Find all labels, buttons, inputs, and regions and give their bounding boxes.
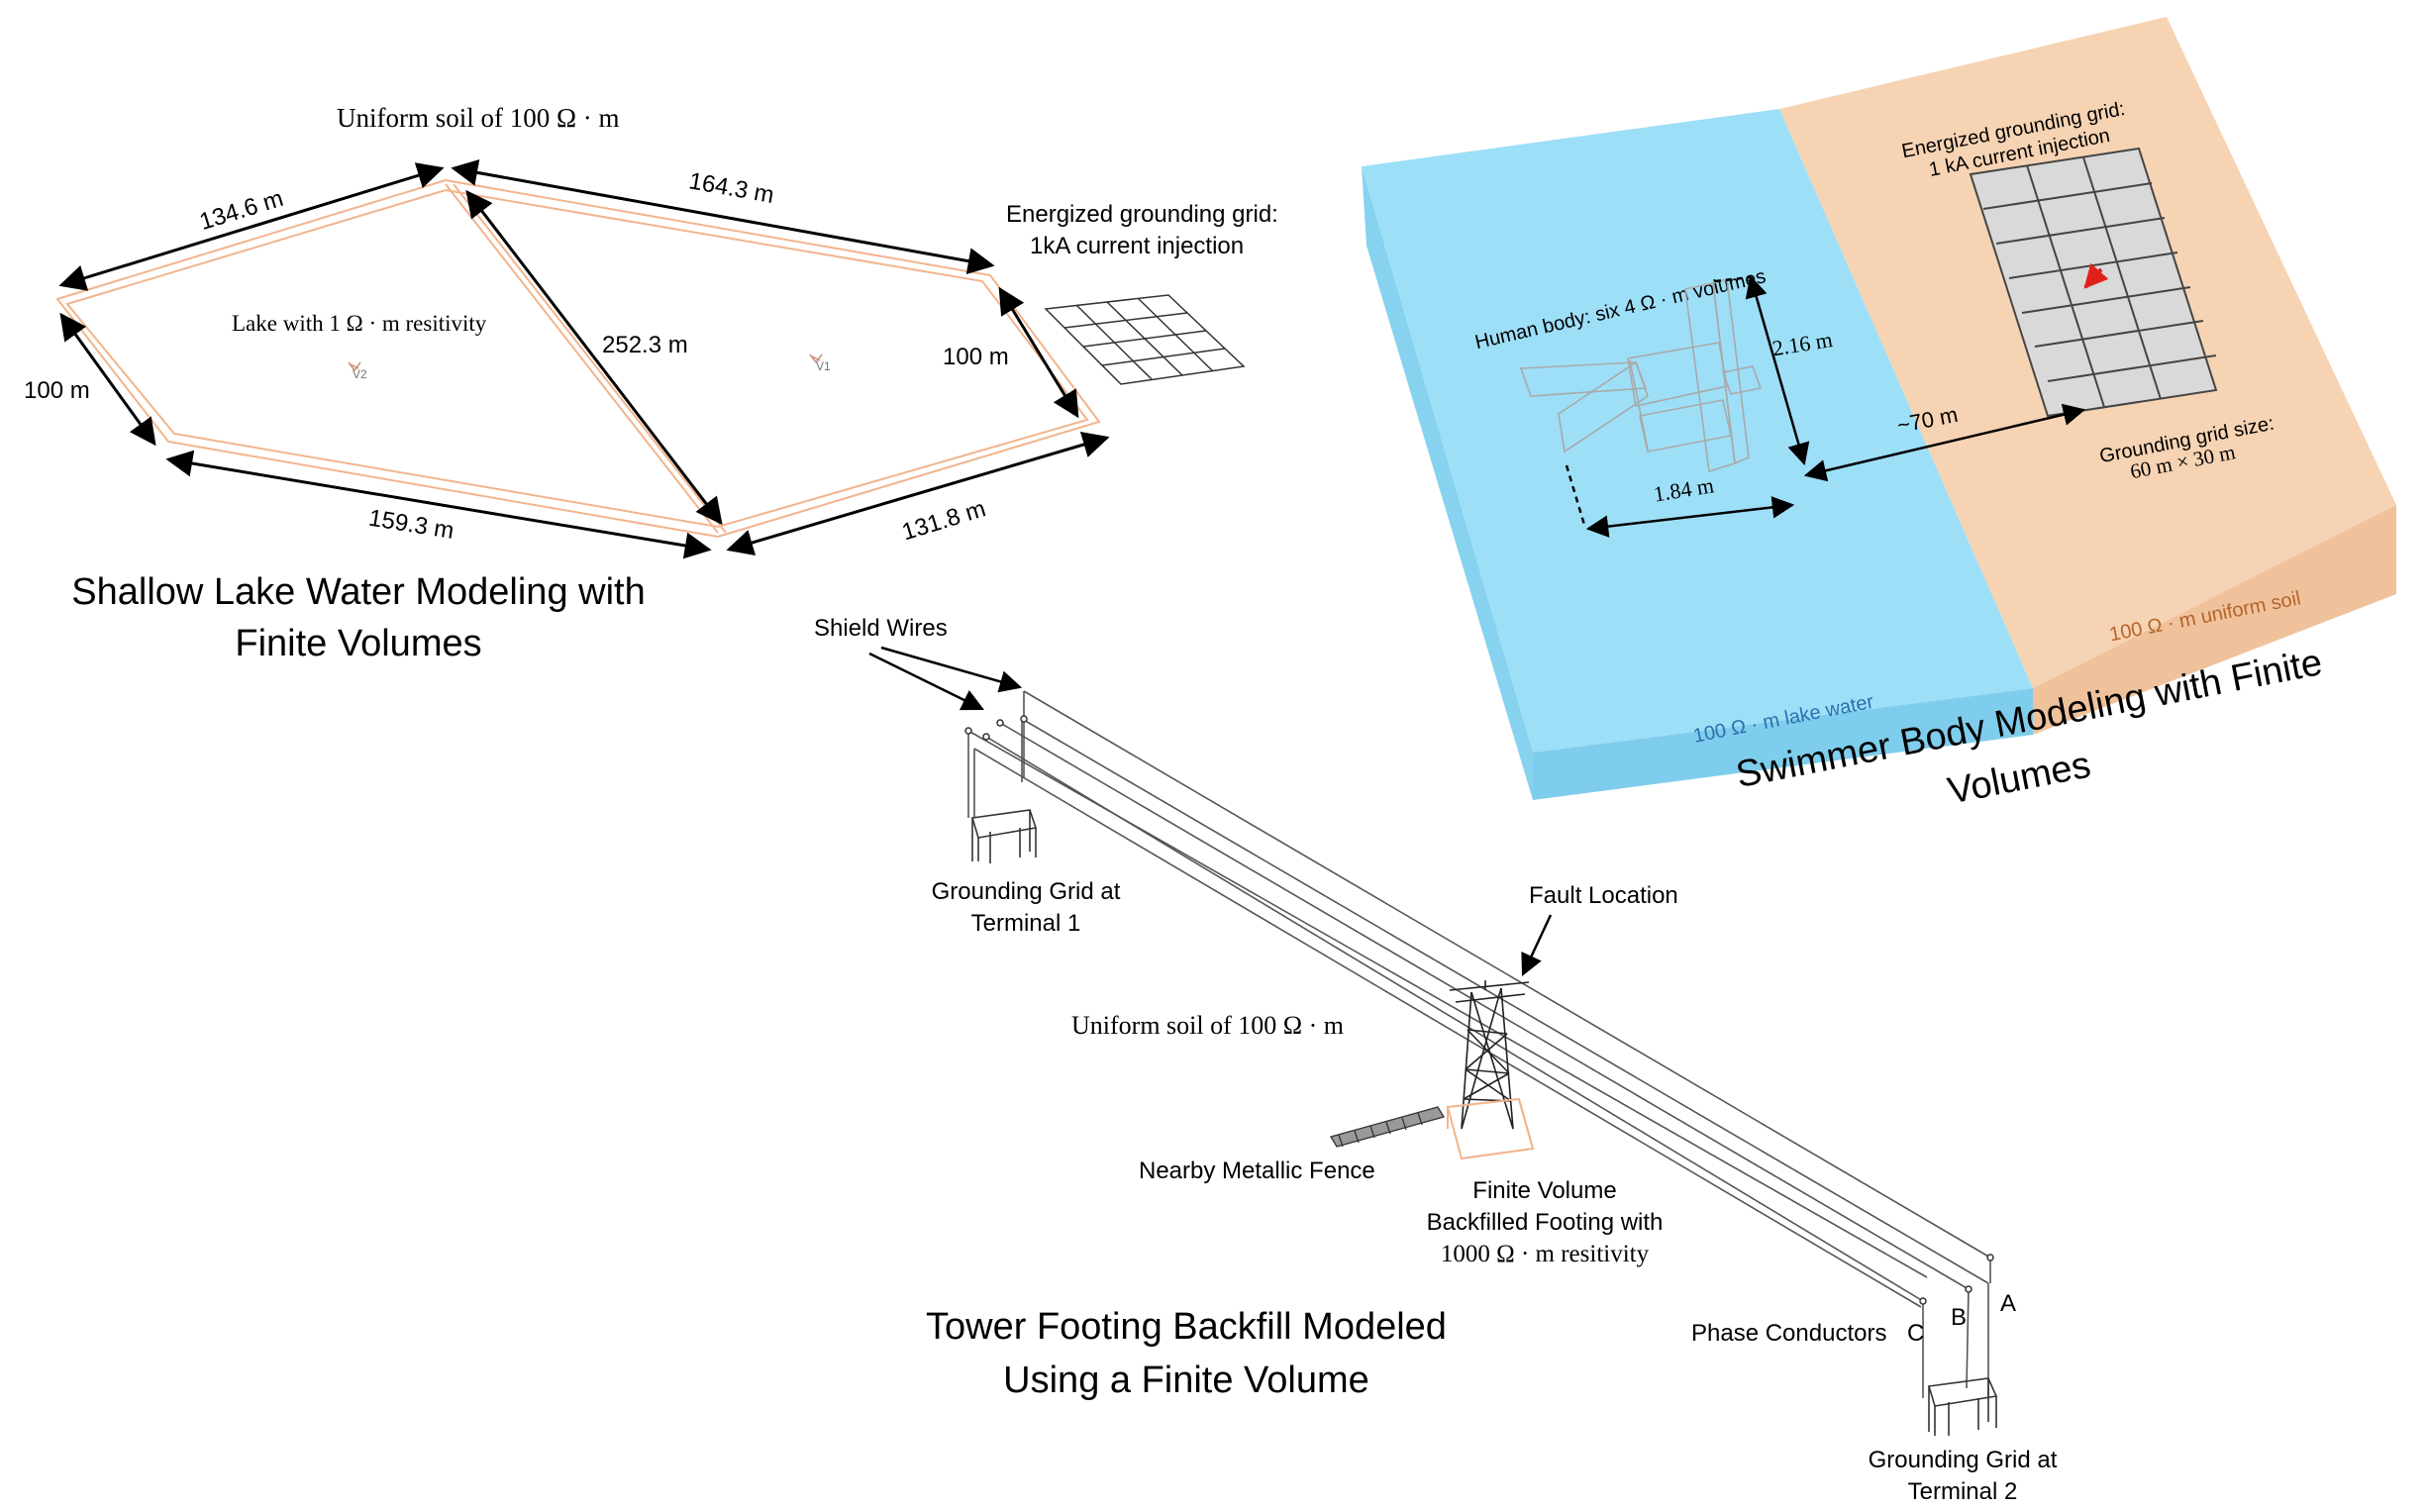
water-top [1362,109,2033,753]
terminal2-grid [1927,1377,1998,1436]
footing-line2: Backfilled Footing with [1427,1209,1664,1236]
fault-arrow [1521,914,1553,977]
terminal1-line2: Terminal 1 [971,910,1081,937]
dim-left: 100 m [24,377,90,404]
footing-line1: Finite Volume [1472,1177,1616,1204]
marker-v2: V2 [353,367,367,381]
lake-grounding-grid [1044,294,1246,385]
shield-arrow-1 [868,652,985,711]
dim-arrow-right [998,286,1079,419]
dim-arrow-bottom-left [165,450,712,559]
swimmer-dim-lines [1565,274,2086,538]
dim-top-right: 164.3 m [687,167,776,209]
soil-front [2033,505,2396,735]
tower-caption-line1: Tower Footing Backfill Modeled [926,1306,1447,1348]
lake-panel: Uniform soil of 100 Ω · m 134.6 m 164.3 … [24,103,1278,664]
dim-bottom-right: 131.8 m [899,495,989,546]
shield-wires-label: Shield Wires [814,615,948,642]
lake-caption-line2: Finite Volumes [235,623,481,664]
dim-bottom-left: 159.3 m [366,505,455,545]
injection-arrow [2083,262,2109,289]
tower-panel: Shield Wires [814,615,2058,1505]
terminal2-line2: Terminal 2 [1908,1478,2018,1505]
dim-diagonal: 252.3 m [602,332,688,358]
phase-c-label: C [1907,1320,1924,1347]
voltage-marker-v1 [809,353,823,363]
terminal2-line1: Grounding Grid at [1869,1447,2058,1473]
shield-arrow-2 [880,646,1023,693]
conductor-end-points [964,715,1994,1305]
fault-location-label: Fault Location [1529,882,1678,909]
lake-grid-label-line1: Energized grounding grid: [1006,201,1278,228]
dim-arrow-top-left [58,162,445,291]
lake-grid-label-line2: 1kA current injection [1030,233,1244,259]
tower-caption-line2: Using a Finite Volume [1003,1360,1369,1401]
dim-arrow-bottom-right [726,431,1110,556]
terminal1-grid [970,809,1038,863]
metallic-fence [1330,1106,1445,1148]
dim-top-left: 134.6 m [196,185,286,236]
phase-a-label: A [2000,1290,2016,1317]
swimmer-panel: Energized grounding grid: 1 kA current i… [1362,17,2396,813]
tower-soil-label: Uniform soil of 100 Ω · m [1071,1011,1344,1040]
transmission-line [967,690,1991,1398]
dim-right: 100 m [943,344,1009,370]
voltage-marker-v2 [348,361,361,371]
fence-label: Nearby Metallic Fence [1139,1158,1375,1184]
phase-conductors-label: Phase Conductors [1691,1320,1886,1347]
water-front [1533,683,2033,800]
phase-b-label: B [1951,1304,1967,1331]
human-body-volumes [1519,277,1763,473]
lake-caption-line1: Shallow Lake Water Modeling with [71,571,645,613]
swimmer-caption-line2: Volumes [1945,745,2094,813]
lattice-tower [1449,980,1530,1130]
dim-arrow-top-right [451,159,995,274]
backfill-volume [1446,1097,1535,1160]
lake-label: Lake with 1 Ω · m resitivity [232,311,487,336]
terminal1-line1: Grounding Grid at [932,878,1121,905]
marker-v1: V1 [816,359,831,373]
footing-line3: 1000 Ω · m resitivity [1441,1241,1650,1267]
dim-arrow-left [59,312,156,447]
lake-soil-label: Uniform soil of 100 Ω · m [337,103,620,133]
water-side-left [1362,166,1533,800]
lake-dimension-arrows [58,159,1110,559]
